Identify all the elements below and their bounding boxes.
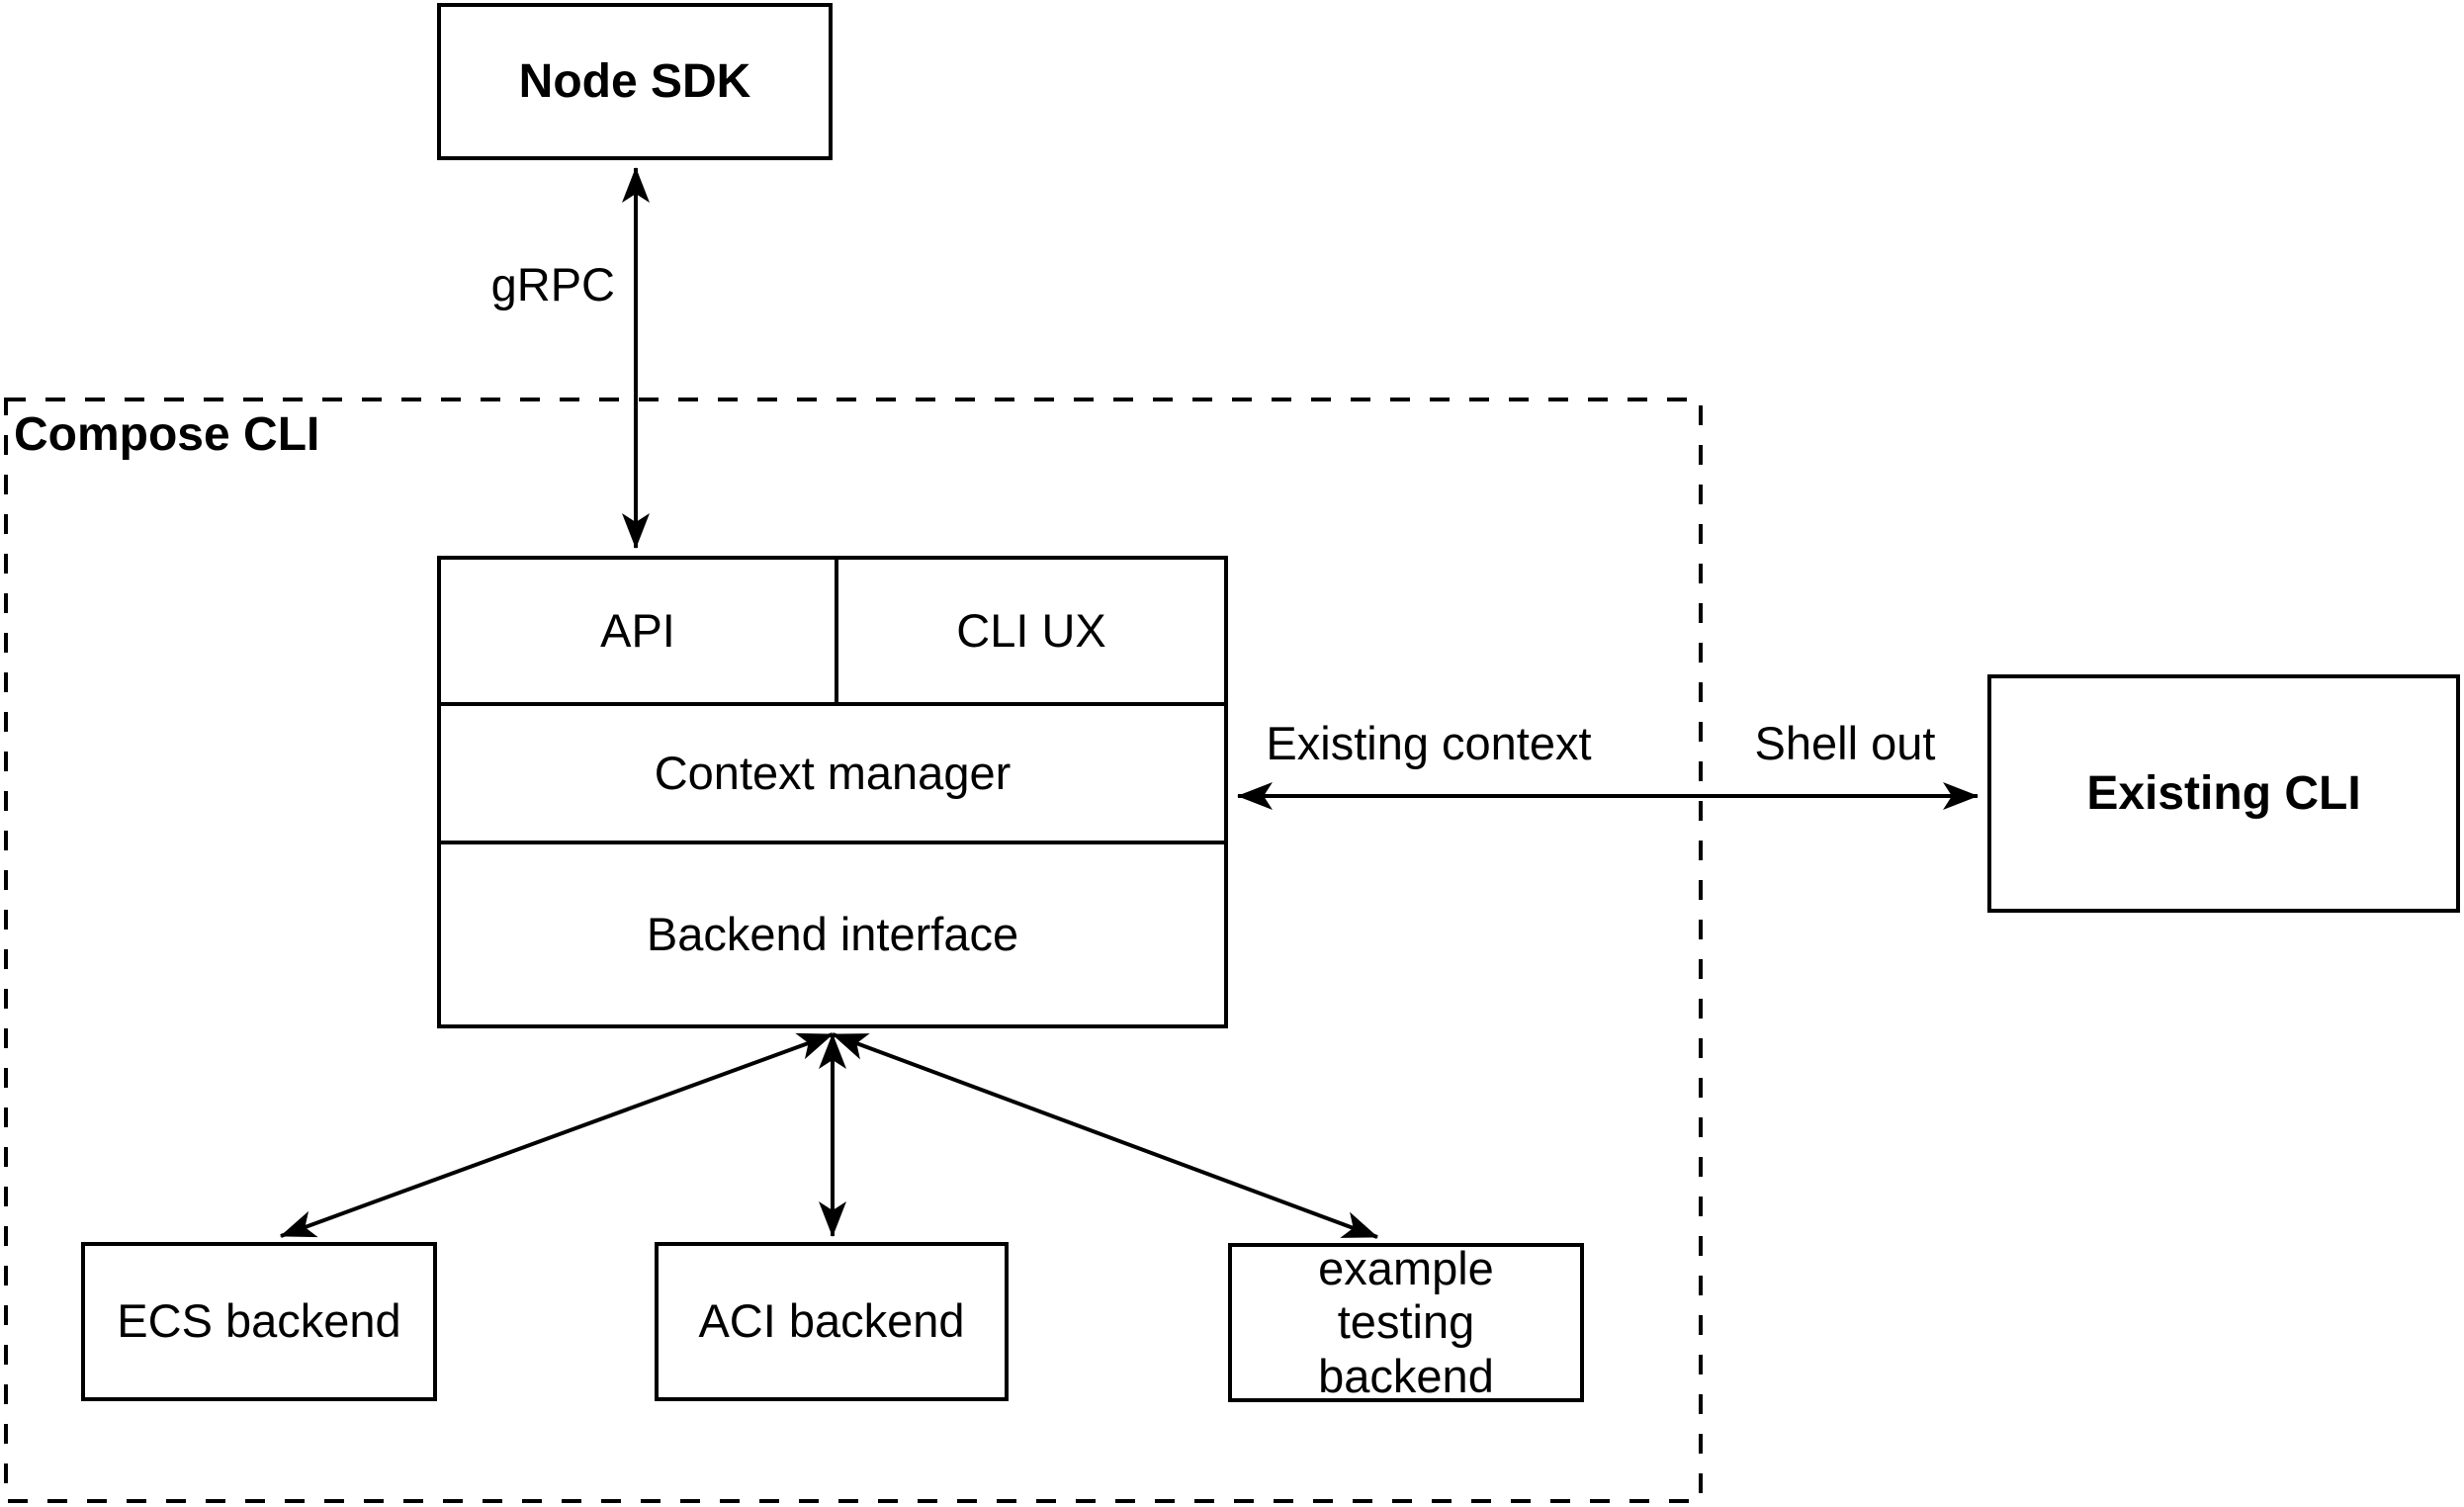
api-cell: API: [441, 560, 838, 702]
stack-row-top: API CLI UX: [441, 560, 1224, 706]
existing-cli-box: Existing CLI: [1987, 674, 2460, 913]
backend-interface-label: Backend interface: [646, 907, 1019, 960]
ecs-backend-box: ECS backend: [81, 1242, 437, 1401]
grpc-edge-label: gRPC: [490, 258, 615, 310]
shell-out-edge-label: Shell out: [1754, 717, 1936, 769]
node-sdk-label: Node SDK: [518, 54, 751, 108]
context-manager-label: Context manager: [654, 746, 1012, 799]
ecs-backend-label: ECS backend: [117, 1294, 401, 1348]
edge-example-backend-arrow: [832, 1032, 1378, 1239]
context-manager-cell: Context manager: [441, 706, 1224, 844]
example-testing-backend-box: example testing backend: [1228, 1242, 1584, 1402]
existing-context-edge-label: Existing context: [1266, 717, 1592, 769]
aci-backend-label: ACI backend: [698, 1294, 965, 1348]
cli-ux-label: CLI UX: [956, 603, 1106, 657]
edge-ecs-backend-arrow: [280, 1032, 834, 1238]
cli-ux-cell: CLI UX: [838, 560, 1224, 702]
backend-interface-cell: Backend interface: [441, 844, 1224, 1024]
node-sdk-box: Node SDK: [437, 3, 833, 160]
compose-cli-group-border: [4, 398, 1703, 1503]
aci-backend-box: ACI backend: [655, 1242, 1009, 1401]
example-testing-backend-label: example testing backend: [1318, 1242, 1494, 1402]
compose-cli-stack-box: API CLI UX Context manager Backend inter…: [437, 556, 1228, 1028]
compose-cli-group-label: Compose CLI: [14, 408, 320, 461]
existing-cli-label: Existing CLI: [2086, 766, 2361, 820]
api-label: API: [600, 603, 675, 657]
